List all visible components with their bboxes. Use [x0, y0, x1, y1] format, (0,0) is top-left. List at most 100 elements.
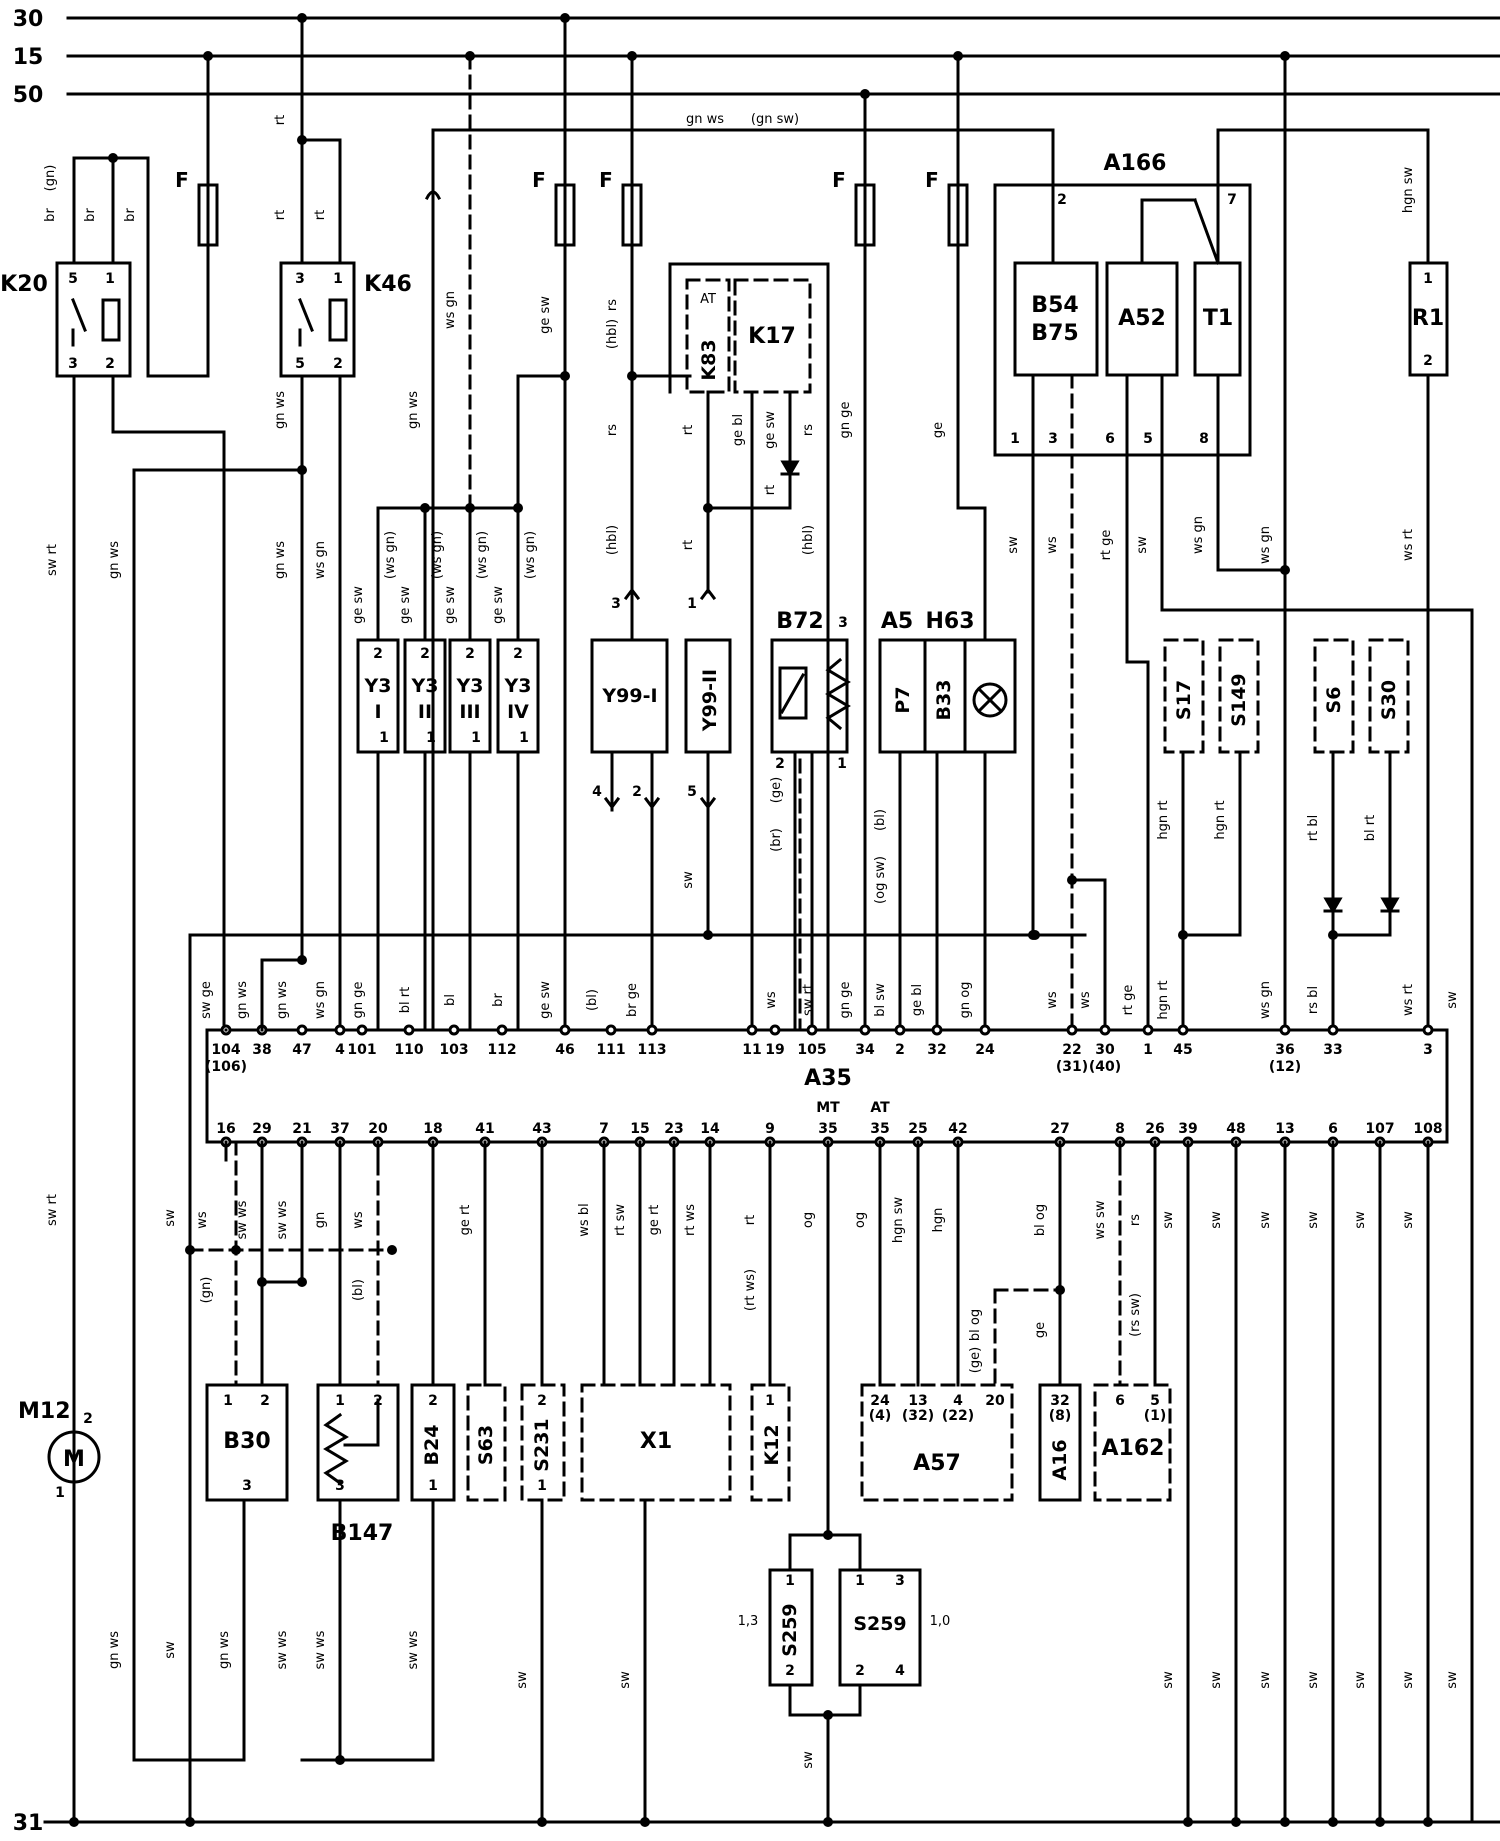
- wire-color-label: ws: [1078, 991, 1093, 1009]
- m12-motor-letter: M: [63, 1447, 85, 1472]
- a166-module: [993, 183, 1252, 457]
- junction-dot: [1178, 930, 1188, 940]
- a166-link: [1193, 198, 1220, 265]
- h63-label: H63: [925, 609, 974, 634]
- junction-dot: [953, 51, 963, 61]
- junction-dot: [1375, 1817, 1385, 1827]
- wire-color-label: hgn rt: [1156, 980, 1171, 1019]
- wire-color-label: ws: [1045, 991, 1060, 1009]
- wire-color-label: bl sw: [873, 983, 888, 1017]
- relay-contact: [71, 298, 87, 332]
- pin-number: 8: [1199, 431, 1209, 447]
- wire-color-label: sw: [1401, 1211, 1416, 1229]
- pin-number: 3: [1048, 431, 1058, 447]
- wire-color-label: sw: [1209, 1211, 1224, 1229]
- pin-number: (32): [902, 1408, 934, 1424]
- pin-number: 5: [68, 271, 78, 287]
- k12-label: K12: [761, 1424, 783, 1465]
- fuse-label: F: [832, 168, 846, 192]
- pin-number: 16: [216, 1121, 235, 1137]
- pin-number: 38: [252, 1042, 271, 1058]
- k83-tag: AT: [700, 292, 716, 307]
- wire-color-label: rt: [681, 425, 696, 435]
- pin-number: 2: [373, 1393, 383, 1409]
- junction-dot: [823, 1710, 833, 1720]
- a162-module: [1093, 1383, 1172, 1502]
- wire-color-label: (hbl): [605, 525, 620, 555]
- pin-terminal: [448, 1024, 460, 1036]
- relay-contact: [298, 298, 314, 332]
- pin-number: 7: [599, 1121, 609, 1137]
- y99-i-valve: [590, 638, 669, 754]
- pin-number: 45: [1173, 1042, 1192, 1058]
- b54-label: B54: [1031, 293, 1078, 318]
- wire-color-label: sw ge: [199, 981, 214, 1019]
- pin-number: 3: [68, 356, 78, 372]
- pin-number: 37: [330, 1121, 349, 1137]
- pin-number: 103: [439, 1042, 468, 1058]
- pin-number: 112: [487, 1042, 516, 1058]
- wire-color-label: sw: [618, 1671, 633, 1689]
- pin-number: 43: [532, 1121, 551, 1137]
- pin-number: 6: [1115, 1393, 1125, 1409]
- wire-color-label: (gn): [199, 1277, 214, 1304]
- pin-number: 4: [335, 1042, 345, 1058]
- y3-label: Y3: [364, 675, 392, 697]
- wire-color-label: bl og: [968, 1309, 983, 1341]
- k46-label: K46: [364, 272, 412, 297]
- wire-color-label: ge rt: [458, 1205, 473, 1236]
- wire-color-label: ws gn: [1191, 516, 1206, 554]
- s17-label: S17: [1173, 680, 1195, 720]
- relay-coil: [101, 298, 121, 342]
- pin-number: 36: [1275, 1042, 1294, 1058]
- wire-color-label: sw: [1258, 1671, 1273, 1689]
- wire-color-label: (og sw): [873, 856, 888, 904]
- k17-relay: [733, 278, 812, 394]
- wire-color-label: (hbl): [801, 525, 816, 555]
- junction-dot: [1280, 51, 1290, 61]
- pin-number: 2: [420, 646, 430, 662]
- wire-color-label: sw: [1161, 1211, 1176, 1229]
- pin-number: (8): [1049, 1408, 1072, 1424]
- pin-number: 35: [818, 1121, 837, 1137]
- pin-number: 4: [895, 1663, 905, 1679]
- wire-color-label: sw rt: [45, 544, 60, 576]
- a52-label: A52: [1118, 306, 1166, 331]
- wire-color-label: sw ws: [313, 1630, 328, 1669]
- pin-number: 18: [423, 1121, 442, 1137]
- wire-color-label: bl rt: [398, 987, 413, 1013]
- wire-color-label: sw: [1401, 1671, 1416, 1689]
- pin-number: 1: [785, 1573, 795, 1589]
- s63-label: S63: [475, 1425, 497, 1465]
- pin-number: 13: [1275, 1121, 1294, 1137]
- wire-color-label: rt ge: [1121, 985, 1136, 1016]
- wire-color-label: rt: [273, 210, 288, 220]
- pin-terminal: [1099, 1024, 1111, 1036]
- a16-label: A16: [1049, 1439, 1071, 1480]
- wire-color-label: ws: [351, 1211, 366, 1229]
- pin-number: 11: [742, 1042, 761, 1058]
- connector-arrow: [623, 587, 641, 601]
- wire-color-label: sw: [1306, 1211, 1321, 1229]
- wire-color-label: sw: [1161, 1671, 1176, 1689]
- y3-label: Y3: [411, 675, 439, 697]
- wire-color-label: ws rt: [1401, 984, 1416, 1016]
- pin-number: 24: [975, 1042, 995, 1058]
- pin-number: 3: [895, 1573, 905, 1589]
- wire-color-label: gn ws: [275, 981, 290, 1019]
- pin-terminal: [769, 1024, 781, 1036]
- wire-color-label: hgn sw: [891, 1197, 906, 1244]
- wire-color-label: bl rt: [1363, 815, 1378, 841]
- pin-number: 27: [1050, 1121, 1069, 1137]
- pin-number: 20: [368, 1121, 388, 1137]
- pin-number: 2: [428, 1393, 438, 1409]
- wire-color-label: gn ws: [107, 1631, 122, 1669]
- wire-color-label: sw rt: [801, 984, 816, 1016]
- wire-color-label: sw: [1306, 1671, 1321, 1689]
- pin-terminal: [1279, 1024, 1291, 1036]
- b72-resistor: [825, 657, 851, 731]
- wire-color-label: ge: [1033, 1322, 1048, 1338]
- wire-color-label: ge sw: [351, 586, 366, 624]
- top-wire-label: (gn sw): [751, 112, 799, 127]
- pin-number: 39: [1178, 1121, 1197, 1137]
